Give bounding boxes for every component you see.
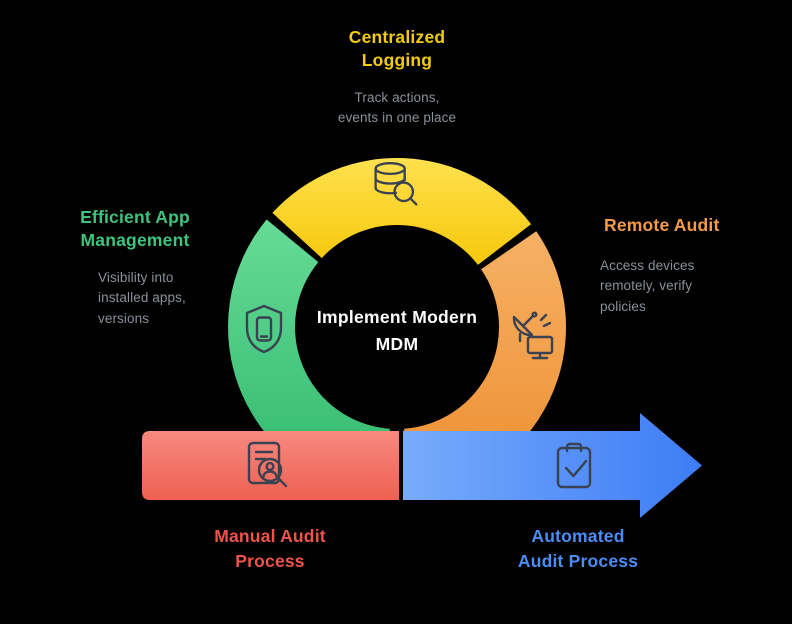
database-search-icon	[374, 162, 418, 206]
center-label: Implement Modern MDM	[316, 307, 478, 355]
remote-audit-subtitle: Access devices remotely, verify policies	[600, 258, 695, 314]
automated-audit-arrow	[403, 413, 702, 518]
person-search-icon	[247, 441, 288, 488]
satellite-monitor-icon	[512, 311, 554, 360]
ring-segment-remote-audit	[404, 231, 566, 496]
ring-segment-app-management	[228, 219, 390, 496]
shield-phone-icon	[245, 304, 283, 354]
automated-audit-title: Automated Audit Process	[517, 526, 639, 572]
manual-audit-band	[142, 431, 399, 500]
centralized-logging-title: Centralized Logging	[348, 27, 446, 71]
manual-audit-title: Manual Audit Process	[214, 526, 326, 572]
centralized-logging-subtitle: Track actions, events in one place	[337, 90, 457, 126]
app-management-title: Efficient App Management	[80, 207, 190, 251]
ring-segment-logging	[272, 157, 532, 265]
clipboard-check-icon	[556, 442, 592, 489]
app-management-subtitle: Visibility into installed apps, versions	[98, 270, 186, 326]
remote-audit-title: Remote Audit	[604, 215, 720, 235]
